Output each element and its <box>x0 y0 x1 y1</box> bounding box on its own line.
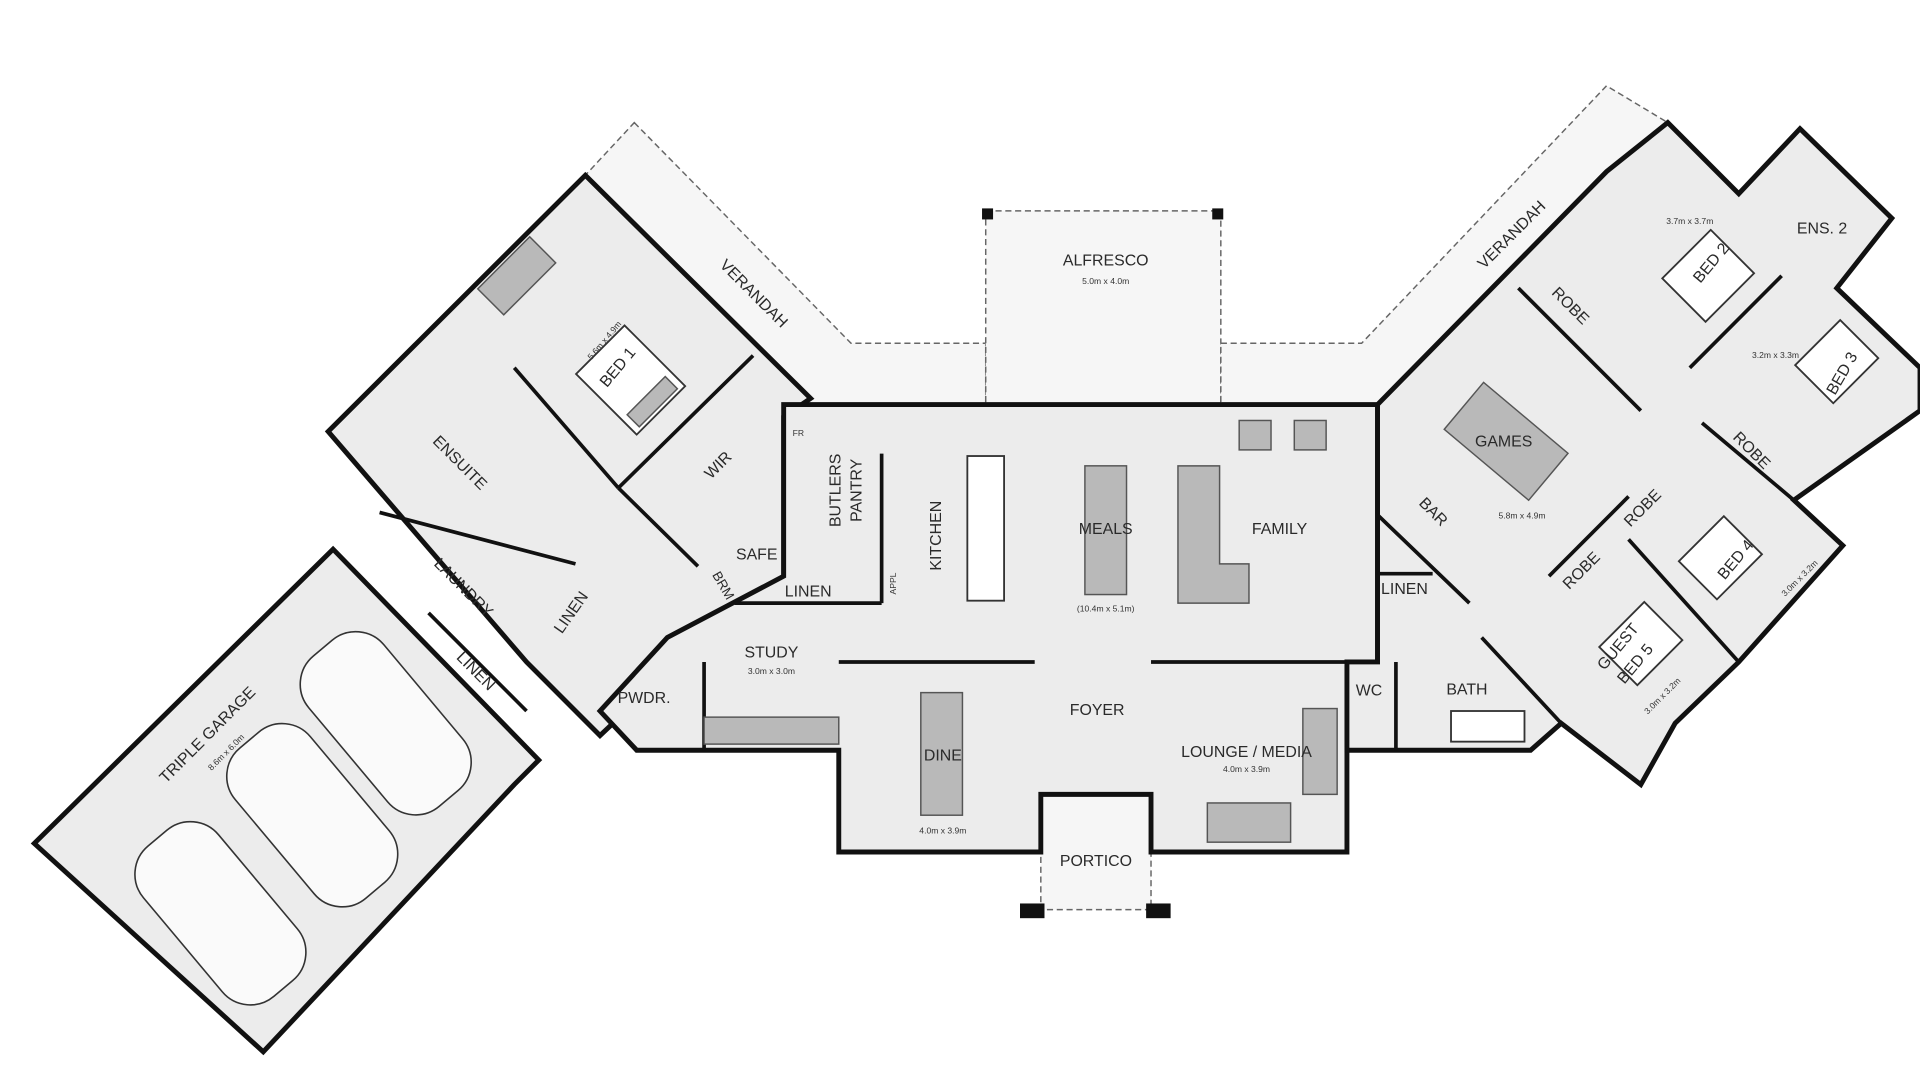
pantry-label-2: PANTRY <box>848 458 865 521</box>
portico-area <box>1040 793 1152 911</box>
alfresco-post-right <box>1212 208 1224 220</box>
pwdr-label: PWDR. <box>618 690 671 707</box>
meals-table <box>1084 465 1128 596</box>
portico-label: PORTICO <box>1060 853 1132 870</box>
games-size: 5.8m x 4.9m <box>1498 510 1545 520</box>
linen-kitchen-label: LINEN <box>785 583 832 600</box>
dine-table <box>920 691 964 816</box>
dine-size: 4.0m x 3.9m <box>919 825 966 835</box>
bath-label: BATH <box>1446 681 1487 698</box>
car-2 <box>225 722 399 908</box>
bed-2-furniture <box>1660 228 1756 324</box>
family-label: FAMILY <box>1252 521 1308 538</box>
family-sofa <box>1177 465 1250 604</box>
pantry-label-1: BUTLERS <box>828 454 845 527</box>
pool-table <box>1443 381 1570 502</box>
alfresco-label: ALFRESCO <box>1063 252 1149 269</box>
bed-4-furniture <box>1677 514 1764 601</box>
lounge-sofa <box>1206 802 1292 843</box>
family-armchair-2 <box>1293 419 1327 451</box>
lounge-label: LOUNGE / MEDIA <box>1181 744 1312 761</box>
dine-label: DINE <box>924 748 962 765</box>
meals-size: (10.4m x 5.1m) <box>1077 604 1135 614</box>
kitchen-label: KITCHEN <box>928 501 945 571</box>
bed-2-size: 3.7m x 3.7m <box>1666 216 1713 226</box>
fridge-label: FR <box>793 428 804 438</box>
ens-2-label: ENS. 2 <box>1797 220 1848 237</box>
lounge-size: 4.0m x 3.9m <box>1223 764 1270 774</box>
foyer-label: FOYER <box>1070 702 1125 719</box>
safe-label: SAFE <box>736 547 778 564</box>
bed-5-furniture <box>1597 600 1684 687</box>
furniture <box>134 228 1880 1006</box>
outdoor-areas <box>584 84 1669 919</box>
meals-label: MEALS <box>1079 521 1133 538</box>
games-label: GAMES <box>1475 434 1532 451</box>
alfresco-size: 5.0m x 4.0m <box>1082 276 1129 286</box>
linen-bar-label: LINEN <box>1381 581 1428 598</box>
verandah-right-area <box>1220 84 1669 406</box>
car-1 <box>299 630 472 816</box>
alfresco-area <box>984 210 1222 406</box>
portico-post-right <box>1146 903 1171 919</box>
right-wing <box>1344 119 1920 789</box>
study-desk <box>703 716 840 745</box>
lounge-armchair <box>1302 707 1338 796</box>
interior-walls <box>379 274 1796 751</box>
portico-post-left <box>1020 903 1045 919</box>
study-size: 3.0m x 3.0m <box>748 666 795 676</box>
alfresco-post-left <box>982 208 994 220</box>
kitchen-island <box>966 455 1006 602</box>
wc-label: WC <box>1356 683 1383 700</box>
bed-3-furniture <box>1793 318 1880 405</box>
car-3 <box>134 820 307 1006</box>
study-label: STUDY <box>744 645 798 662</box>
bath-tub <box>1450 710 1526 743</box>
family-armchair-1 <box>1238 419 1272 451</box>
bed-1-furniture <box>574 324 687 436</box>
bed-3-size: 3.2m x 3.3m <box>1752 350 1799 360</box>
appl-label: APPL <box>888 572 898 594</box>
master-sofa <box>476 235 557 316</box>
